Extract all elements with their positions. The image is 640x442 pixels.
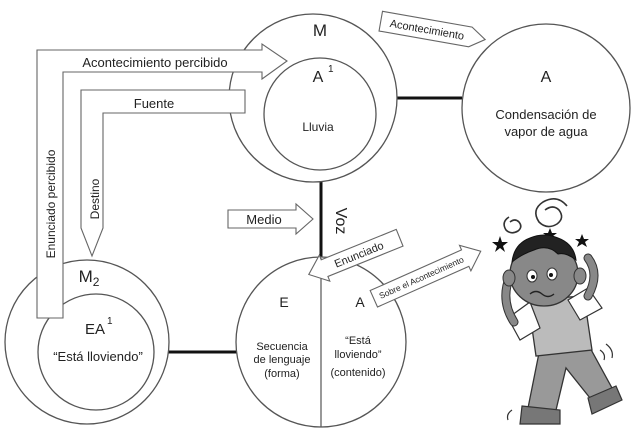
arrow-acontecimiento-percibido-label: Acontecimiento percibido — [82, 55, 227, 70]
arrow-fuente-destino: Fuente Destino — [80, 89, 246, 258]
circle-m: M A 1 Lluvia — [228, 13, 398, 183]
circle-m-inner-sup: 1 — [328, 64, 334, 75]
circle-e-right-line2: lloviendo” — [334, 349, 381, 361]
circle-m-inner-letter: A — [313, 69, 324, 86]
circle-a: A Condensación de vapor de agua — [461, 23, 631, 193]
circle-e-left-line2: de lenguaje — [254, 354, 311, 366]
circle-e-right-line3: (contenido) — [330, 367, 385, 379]
circle-m2-inner-quote: “Está lloviendo” — [53, 349, 143, 364]
circle-e-left-line1: Secuencia — [256, 341, 308, 353]
circle-m2: M2 EA 1 “Está lloviendo” — [4, 259, 170, 425]
arrow-percibido: Acontecimiento percibido Enunciado perci… — [36, 42, 288, 319]
arrow-fuente-label: Fuente — [134, 96, 174, 111]
circle-a-line2: vapor de agua — [504, 124, 588, 139]
boy-shoe-right — [587, 385, 623, 415]
circle-m-label: M — [313, 21, 327, 40]
circle-m2-inner-sup: 1 — [107, 316, 113, 327]
arrow-sobre-el-acontecimiento-label: Sobre el Acontecimiento — [377, 254, 465, 301]
circle-e-right-letter: A — [355, 294, 365, 310]
circle-e-left-line3: (forma) — [264, 368, 299, 380]
arrow-medio: Medio — [227, 202, 314, 236]
circle-m2-label-sub: 2 — [93, 275, 100, 289]
circle-a-line1: Condensación de — [495, 107, 596, 122]
circle-e-right-line1: “Está — [345, 335, 372, 347]
voz-label: Voz — [332, 208, 349, 235]
arrow-enunciado-percibido-label: Enunciado percibido — [44, 149, 58, 258]
circle-e: E Secuencia de lenguaje (forma) A “Está … — [235, 256, 407, 428]
circle-e-left-letter: E — [279, 294, 288, 310]
circle-m2-label: M2 — [79, 267, 100, 289]
circle-m2-inner-letter: EA — [85, 321, 105, 338]
circle-a-letter: A — [541, 69, 552, 86]
arrow-medio-label: Medio — [246, 212, 281, 227]
circle-m-inner-word: Lluvia — [302, 120, 334, 134]
confused-boy-illustration — [492, 198, 623, 425]
dizzy-spiral-icon — [503, 198, 568, 234]
arrow-destino-label: Destino — [88, 178, 102, 219]
boy-shoe-left — [519, 405, 561, 425]
arrow-acontecimiento: Acontecimiento — [378, 10, 487, 48]
